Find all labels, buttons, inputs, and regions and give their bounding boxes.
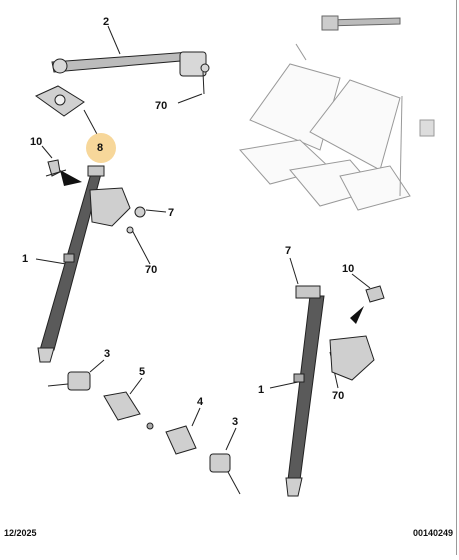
callout-1-left: 1 <box>22 253 29 265</box>
height-adjuster-rail-small <box>321 15 401 31</box>
callout-70-left: 70 <box>145 264 158 276</box>
leader-1-right <box>269 381 299 389</box>
callout-3-bottom: 3 <box>232 416 239 428</box>
right-belt-assembly <box>285 285 375 497</box>
buckle-5 <box>103 391 154 430</box>
callout-8: 8 <box>97 142 104 154</box>
callout-4: 4 <box>197 396 204 408</box>
callout-5: 5 <box>139 366 146 378</box>
leader-7-right <box>289 257 299 285</box>
leader-10-right <box>351 273 371 289</box>
left-belt-assembly <box>37 165 146 363</box>
leader-3-top <box>89 359 105 373</box>
leader-70-left <box>131 229 151 265</box>
leader-4 <box>191 407 201 427</box>
callout-7-right: 7 <box>285 245 292 257</box>
callout-70-right: 70 <box>332 390 345 402</box>
leader-5 <box>129 377 143 395</box>
callout-70-top: 70 <box>155 100 168 112</box>
leader-7-left <box>145 209 167 213</box>
leader-3-bottom <box>225 427 237 451</box>
buckle-4 <box>165 425 197 455</box>
footer-date: 12/2025 <box>4 528 37 538</box>
leader-8 <box>83 109 99 137</box>
anchor-bracket <box>35 85 85 117</box>
callout-2: 2 <box>103 16 110 28</box>
callout-7-left: 7 <box>168 207 175 219</box>
rear-seat-sketch <box>239 43 435 211</box>
leader-10-left <box>41 145 53 159</box>
callout-3-top: 3 <box>104 348 111 360</box>
buckle-3-bottom <box>209 453 241 495</box>
leader-70-top <box>177 93 203 104</box>
guide-loop-left <box>45 159 67 177</box>
highlight-circle-8 <box>86 133 116 163</box>
buckle-3-top <box>47 371 91 391</box>
callout-10-left: 10 <box>30 136 43 148</box>
leader-2 <box>107 25 121 55</box>
footer-ref: 00140249 <box>412 528 453 538</box>
callout-10-right: 10 <box>342 263 355 275</box>
callout-1-right: 1 <box>258 384 265 396</box>
height-adjuster-rail <box>51 51 210 95</box>
leader-1-left <box>35 258 67 265</box>
guide-loop-right <box>365 285 385 303</box>
page-edge <box>456 0 457 555</box>
